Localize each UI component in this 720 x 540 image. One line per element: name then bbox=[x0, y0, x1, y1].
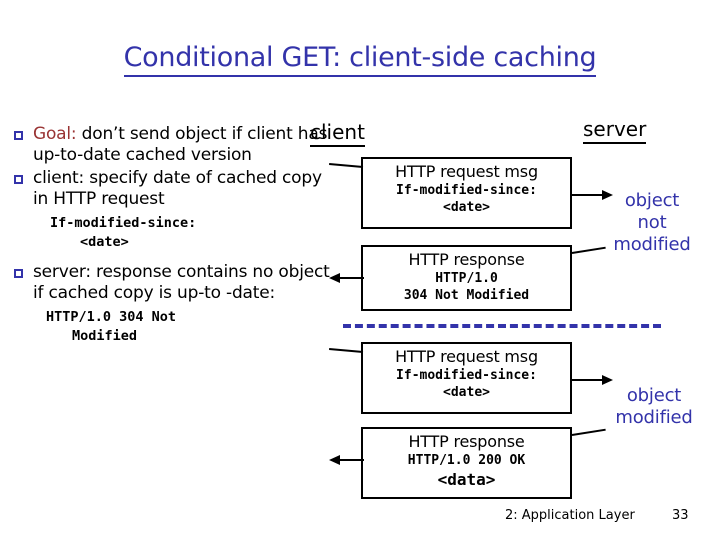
column-header-client-label: client bbox=[310, 120, 365, 147]
list-item: server: response contains no object if c… bbox=[14, 262, 336, 304]
square-bullet-icon bbox=[14, 175, 23, 184]
message-line-1: HTTP/1.0 bbox=[435, 271, 498, 286]
connector-line-response-2-left bbox=[340, 459, 364, 461]
message-box-response-1: HTTP response HTTP/1.0 304 Not Modified bbox=[361, 245, 572, 311]
annotation-object-not-modified: object not modified bbox=[596, 190, 708, 256]
column-header-server-label: server bbox=[583, 117, 647, 144]
message-line-1: If-modified-since: bbox=[396, 183, 537, 198]
message-line-2: <data> bbox=[437, 470, 496, 489]
bullet-text-server: server: response contains no object if c… bbox=[33, 262, 330, 303]
annotation-line-3: modified bbox=[613, 234, 691, 255]
annotation-line-2: not bbox=[637, 212, 667, 233]
bullet-list: Goal: don’t send object if client has up… bbox=[14, 124, 336, 346]
message-title: HTTP response bbox=[408, 250, 525, 269]
arrowhead-left-response-2 bbox=[329, 455, 340, 465]
message-line-2: 304 Not Modified bbox=[403, 288, 530, 303]
connector-line-response-1-left bbox=[340, 277, 364, 279]
message-box-request-2: HTTP request msg If-modified-since: <dat… bbox=[361, 342, 572, 414]
annotation-object-modified: object modified bbox=[592, 385, 716, 429]
code-line-2: <date> bbox=[80, 234, 129, 250]
message-title: HTTP response bbox=[408, 432, 525, 451]
footer-page-number: 33 bbox=[672, 508, 689, 523]
connector-line-response-2-right bbox=[571, 428, 606, 436]
footer-chapter-label: 2: Application Layer bbox=[505, 508, 635, 523]
annotation-line-1: object bbox=[626, 385, 682, 406]
code-line-2: Modified bbox=[72, 328, 138, 344]
square-bullet-icon bbox=[14, 131, 23, 140]
bullet-text-goal: Goal: don’t send object if client has up… bbox=[33, 124, 336, 166]
arrowhead-right-request-1 bbox=[602, 190, 613, 200]
square-bullet-icon bbox=[14, 269, 23, 278]
list-item: Goal: don’t send object if client has up… bbox=[14, 124, 336, 166]
connector-line-request-2-left bbox=[329, 348, 364, 353]
code-line-1: HTTP/1.0 304 Not bbox=[46, 309, 177, 325]
bullet-text-client: client: specify date of cached copy in H… bbox=[33, 168, 322, 209]
arrowhead-right-request-2 bbox=[602, 375, 613, 385]
code-line-1: If-modified-since: bbox=[50, 215, 197, 231]
page-title-text: Conditional GET: client-side caching bbox=[123, 42, 597, 77]
message-box-request-1: HTTP request msg If-modified-since: <dat… bbox=[361, 157, 572, 229]
message-line-2: <date> bbox=[443, 385, 490, 400]
list-item: client: specify date of cached copy in H… bbox=[14, 168, 336, 210]
arrowhead-left-response-1 bbox=[329, 273, 340, 283]
message-line-1: HTTP/1.0 200 OK bbox=[407, 453, 526, 468]
column-header-server: server bbox=[583, 117, 647, 144]
page-title: Conditional GET: client-side caching bbox=[0, 42, 720, 77]
goal-keyword: Goal: bbox=[33, 124, 77, 144]
connector-line-request-2-right bbox=[572, 379, 604, 381]
code-snippet-if-modified-since: If-modified-since: <date> bbox=[50, 214, 336, 252]
message-title: HTTP request msg bbox=[395, 162, 538, 181]
dashed-separator bbox=[343, 324, 661, 328]
message-line-2: <date> bbox=[443, 200, 490, 215]
connector-line-request-1-right bbox=[572, 194, 604, 196]
message-title: HTTP request msg bbox=[395, 347, 538, 366]
annotation-line-2: modified bbox=[615, 407, 693, 428]
goal-body: don’t send object if client has up-to-da… bbox=[33, 124, 328, 165]
message-box-response-2: HTTP response HTTP/1.0 200 OK <data> bbox=[361, 427, 572, 499]
annotation-line-1: object bbox=[624, 190, 680, 211]
message-line-1: If-modified-since: bbox=[396, 368, 537, 383]
column-header-client: client bbox=[310, 120, 365, 147]
